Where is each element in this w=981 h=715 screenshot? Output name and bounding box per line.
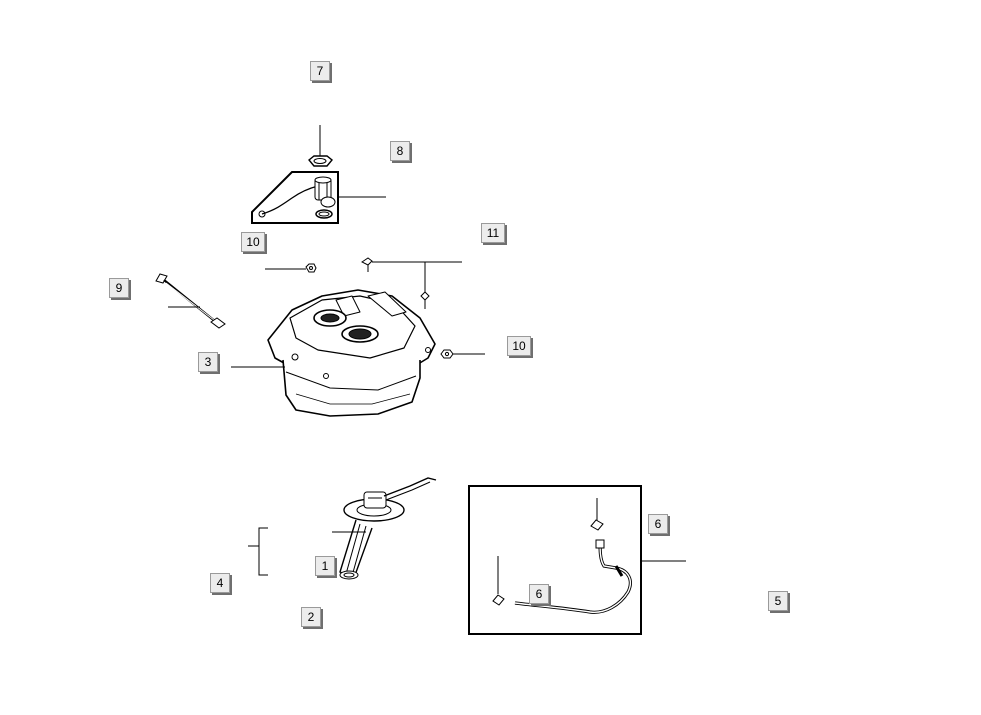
callout-7[interactable]: 7: [310, 61, 330, 81]
tank-strap-part: [155, 273, 226, 329]
callout-6-inner[interactable]: 6: [529, 584, 549, 604]
bolts-part: [361, 257, 462, 309]
callout-2[interactable]: 2: [301, 607, 321, 627]
callout-11[interactable]: 11: [481, 223, 505, 243]
callout-10-top[interactable]: 10: [241, 232, 265, 252]
callout-3[interactable]: 3: [198, 352, 218, 372]
callout-5[interactable]: 5: [768, 591, 788, 611]
callout-6-right[interactable]: 6: [648, 514, 668, 534]
nut-part-top: [265, 263, 317, 273]
fuel-tank-part: [231, 289, 436, 417]
callout-4[interactable]: 4: [210, 573, 230, 593]
callout-9[interactable]: 9: [109, 278, 129, 298]
callout-1[interactable]: 1: [315, 556, 335, 576]
pump-kit-inset: [251, 171, 386, 224]
callout-10-right[interactable]: 10: [507, 336, 531, 356]
lock-ring-part: [308, 125, 333, 167]
fuel-pump-part: [248, 477, 437, 580]
nut-part-right: [440, 349, 485, 359]
callout-8[interactable]: 8: [390, 141, 410, 161]
hose-assembly-inset: [468, 485, 686, 635]
